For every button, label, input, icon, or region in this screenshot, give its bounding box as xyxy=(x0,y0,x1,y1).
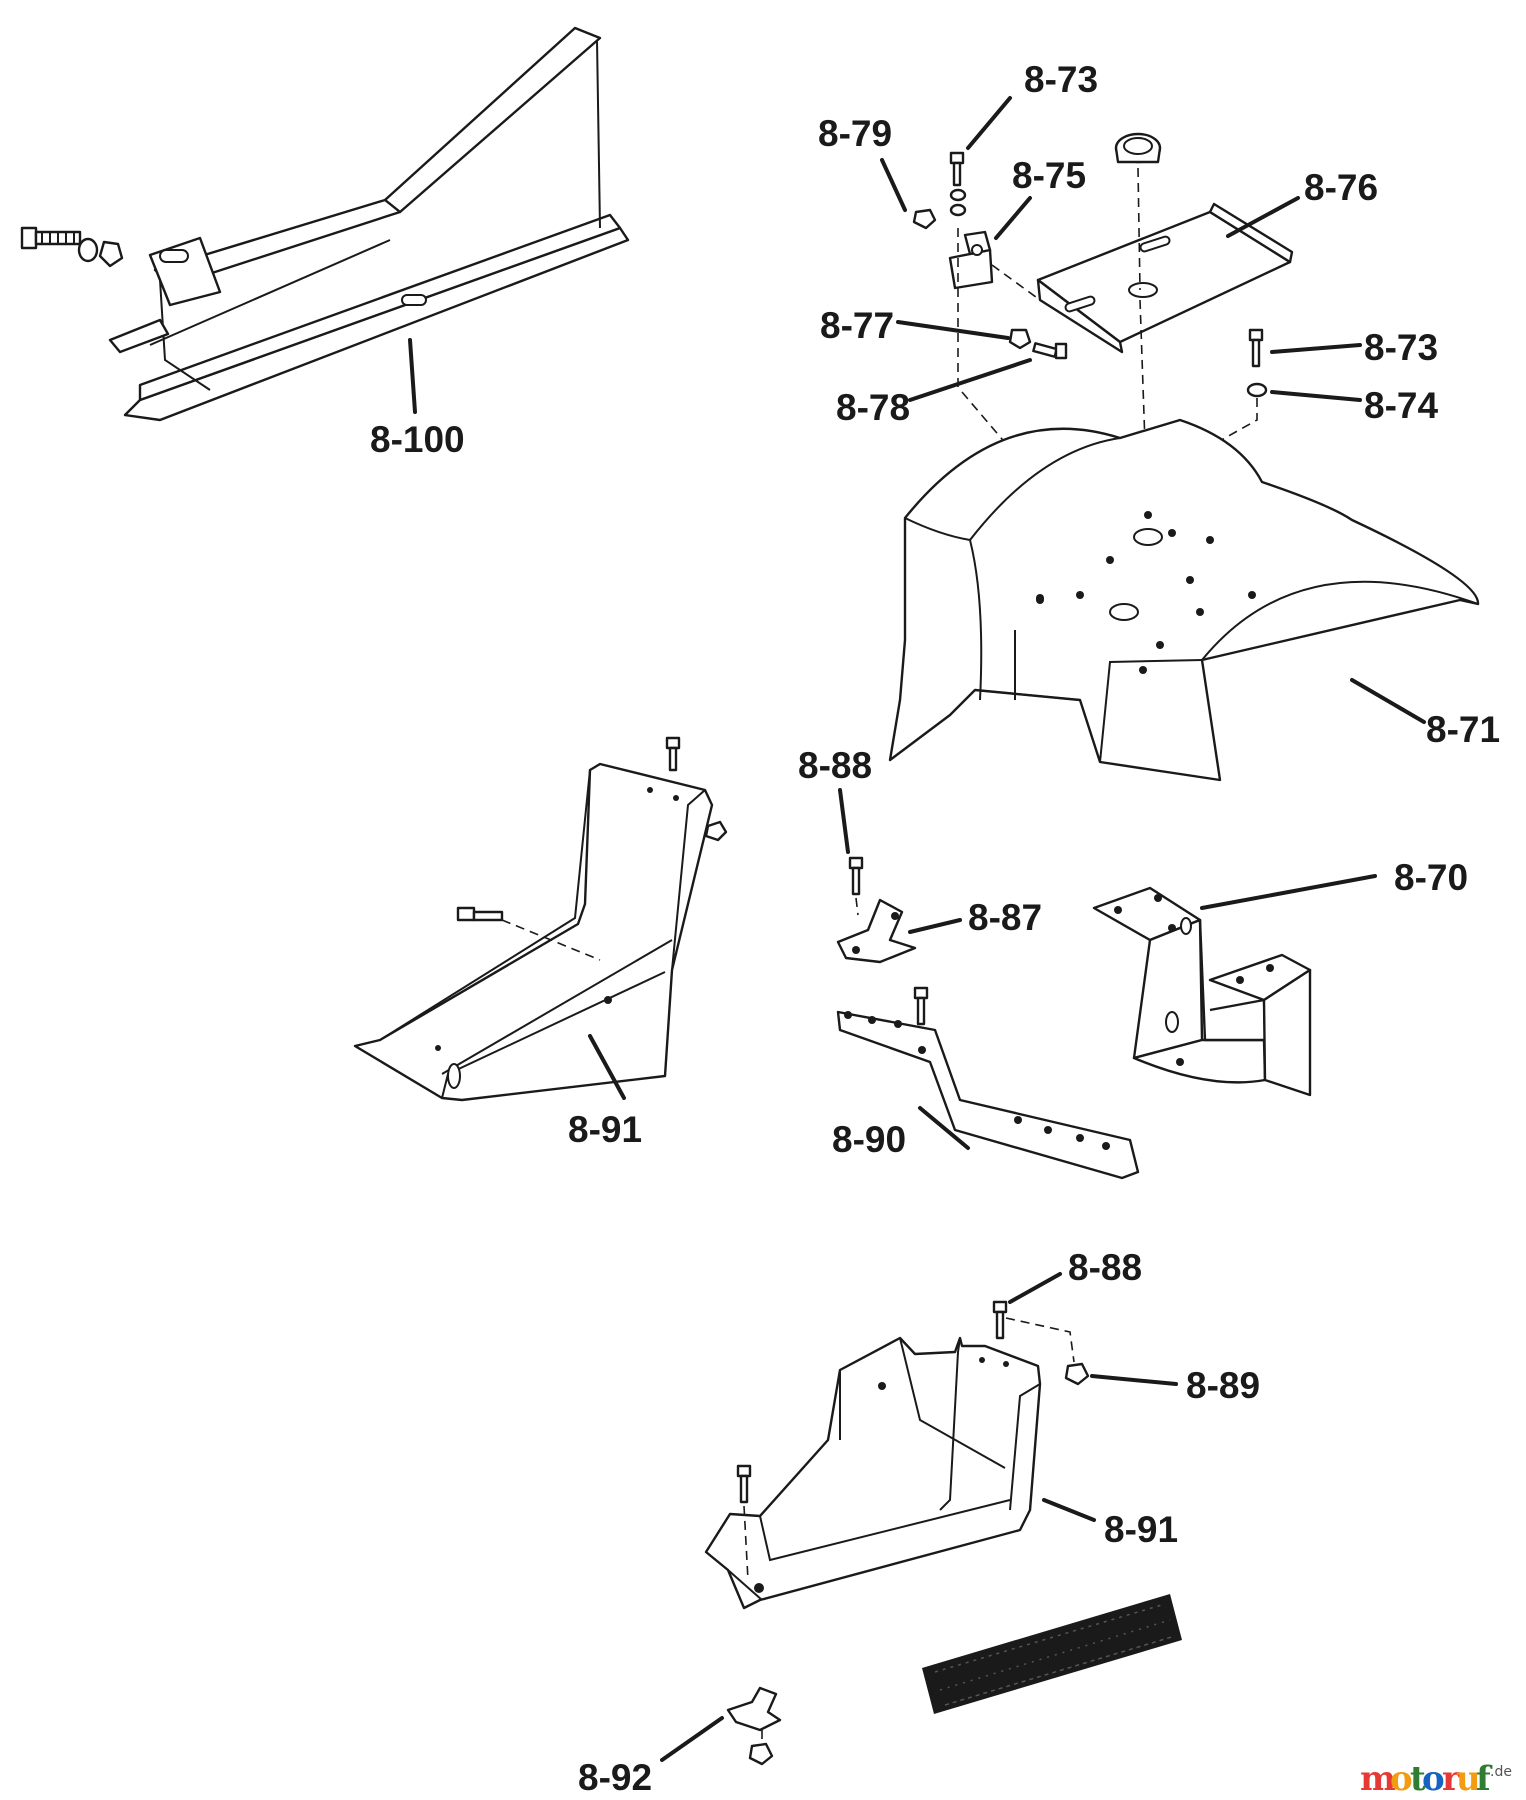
nut-icon xyxy=(98,240,124,268)
bar-8-90 xyxy=(836,1010,1140,1180)
label-8-70: 8-70 xyxy=(1394,857,1468,898)
label-8-92: 8-92 xyxy=(578,1757,652,1798)
label-8-71: 8-71 xyxy=(1426,709,1500,750)
footrest-mat xyxy=(922,1594,1182,1714)
bolt-8-78 xyxy=(1032,342,1068,360)
seat-plate-8-76 xyxy=(1036,132,1294,531)
leader-8-74 xyxy=(1270,390,1362,402)
nut-8-79 xyxy=(912,208,937,230)
fender-8-71 xyxy=(888,418,1480,782)
label-8-100: 8-100 xyxy=(370,419,465,460)
watermark-letter: o xyxy=(1390,1759,1413,1799)
label-8-87: 8-87 xyxy=(968,897,1042,938)
bolt-icon xyxy=(665,736,681,772)
label-8-79: 8-79 xyxy=(818,113,892,154)
leader-8-70 xyxy=(1200,874,1377,910)
label-8-88: 8-88 xyxy=(1068,1247,1142,1288)
watermark-letter: t xyxy=(1410,1759,1426,1799)
label-8-91: 8-91 xyxy=(1104,1509,1178,1550)
leader-8-73a xyxy=(966,96,1012,150)
leader-8-76 xyxy=(1226,196,1300,238)
label-8-78: 8-78 xyxy=(836,387,910,428)
leader-8-91a xyxy=(588,1034,626,1100)
label-8-76: 8-76 xyxy=(1304,167,1378,208)
watermark-letter: o xyxy=(1422,1759,1445,1799)
watermark-suffix: .de xyxy=(1490,1764,1512,1780)
bolt-8-88 xyxy=(848,856,864,896)
clip-8-87 xyxy=(836,898,917,964)
nut-icon xyxy=(704,820,728,842)
label-8-91: 8-91 xyxy=(568,1109,642,1150)
washer-icon xyxy=(949,203,967,217)
leader-8-90 xyxy=(918,1106,970,1150)
leader-8-73b xyxy=(1270,343,1362,354)
washer-icon xyxy=(949,188,967,202)
label-8-75: 8-75 xyxy=(1012,155,1086,196)
label-8-73: 8-73 xyxy=(1364,327,1438,368)
leader-8-79 xyxy=(880,158,907,212)
bolt-icon xyxy=(20,226,82,250)
bolt-icon xyxy=(456,906,504,922)
label-8-88: 8-88 xyxy=(798,745,872,786)
leader-8-88a xyxy=(838,788,850,854)
label-8-90: 8-90 xyxy=(832,1119,906,1160)
bracket-8-70 xyxy=(1092,886,1312,1097)
leader-8-100 xyxy=(408,338,417,414)
bolt-8-88b xyxy=(992,1300,1008,1340)
washer-icon xyxy=(77,237,99,263)
bolt-8-73b xyxy=(1248,328,1264,368)
leader-8-77 xyxy=(896,320,1010,340)
bolt-icon xyxy=(736,1464,752,1504)
nut-8-77 xyxy=(1008,328,1032,350)
label-8-73: 8-73 xyxy=(1024,59,1098,100)
leader-8-87 xyxy=(908,918,962,934)
leader-8-91b xyxy=(1042,1498,1096,1522)
leader-8-89 xyxy=(1090,1374,1178,1386)
hinge-bracket-8-75 xyxy=(948,230,994,290)
footrest-8-91-upper xyxy=(353,736,728,1102)
leader-8-88b xyxy=(1008,1272,1062,1304)
watermark-letter: f xyxy=(1476,1759,1493,1799)
clip-8-92 xyxy=(726,1686,782,1732)
nut-icon xyxy=(748,1742,774,1766)
part-8-100-bracket xyxy=(20,26,630,422)
watermark-letter: m xyxy=(1360,1759,1396,1799)
leader-8-92 xyxy=(660,1716,724,1762)
watermark-letter: u xyxy=(1456,1759,1481,1799)
label-8-74: 8-74 xyxy=(1364,385,1438,426)
nut-8-89 xyxy=(1064,1362,1090,1386)
bolt-icon xyxy=(913,986,929,1026)
watermark-letter: r xyxy=(1442,1759,1461,1799)
label-8-89: 8-89 xyxy=(1186,1365,1260,1406)
label-8-77: 8-77 xyxy=(820,305,894,346)
leader-8-78 xyxy=(908,358,1032,402)
footrest-8-91-lower xyxy=(704,1300,1090,1766)
bolt-8-73 xyxy=(949,151,965,187)
washer-8-74 xyxy=(1246,382,1268,398)
leader-8-71 xyxy=(1350,678,1426,724)
leader-8-75 xyxy=(994,196,1032,240)
